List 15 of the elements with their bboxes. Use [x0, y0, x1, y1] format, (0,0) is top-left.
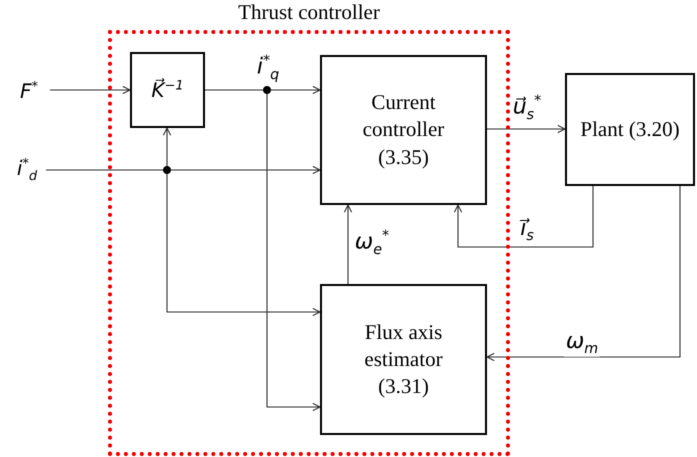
- group-title: Thrust controller: [237, 0, 381, 25]
- block-box: [320, 284, 487, 435]
- arrow: [454, 186, 594, 248]
- block-text: K⃗$^{−1}$: [151, 77, 184, 103]
- arrow: [344, 204, 352, 284]
- signal-label: F$^{*}$: [20, 79, 38, 103]
- block-box: [565, 73, 695, 186]
- block-text: Current controller (3.35): [362, 89, 446, 171]
- block-text: Flux axis estimator (3.31): [363, 318, 444, 400]
- arrow: [50, 86, 131, 94]
- block-text: Plant (3.20): [580, 116, 680, 143]
- arrow: [486, 186, 681, 362]
- block-box: [130, 52, 205, 128]
- block-box: [320, 55, 487, 205]
- arrow: [487, 124, 566, 134]
